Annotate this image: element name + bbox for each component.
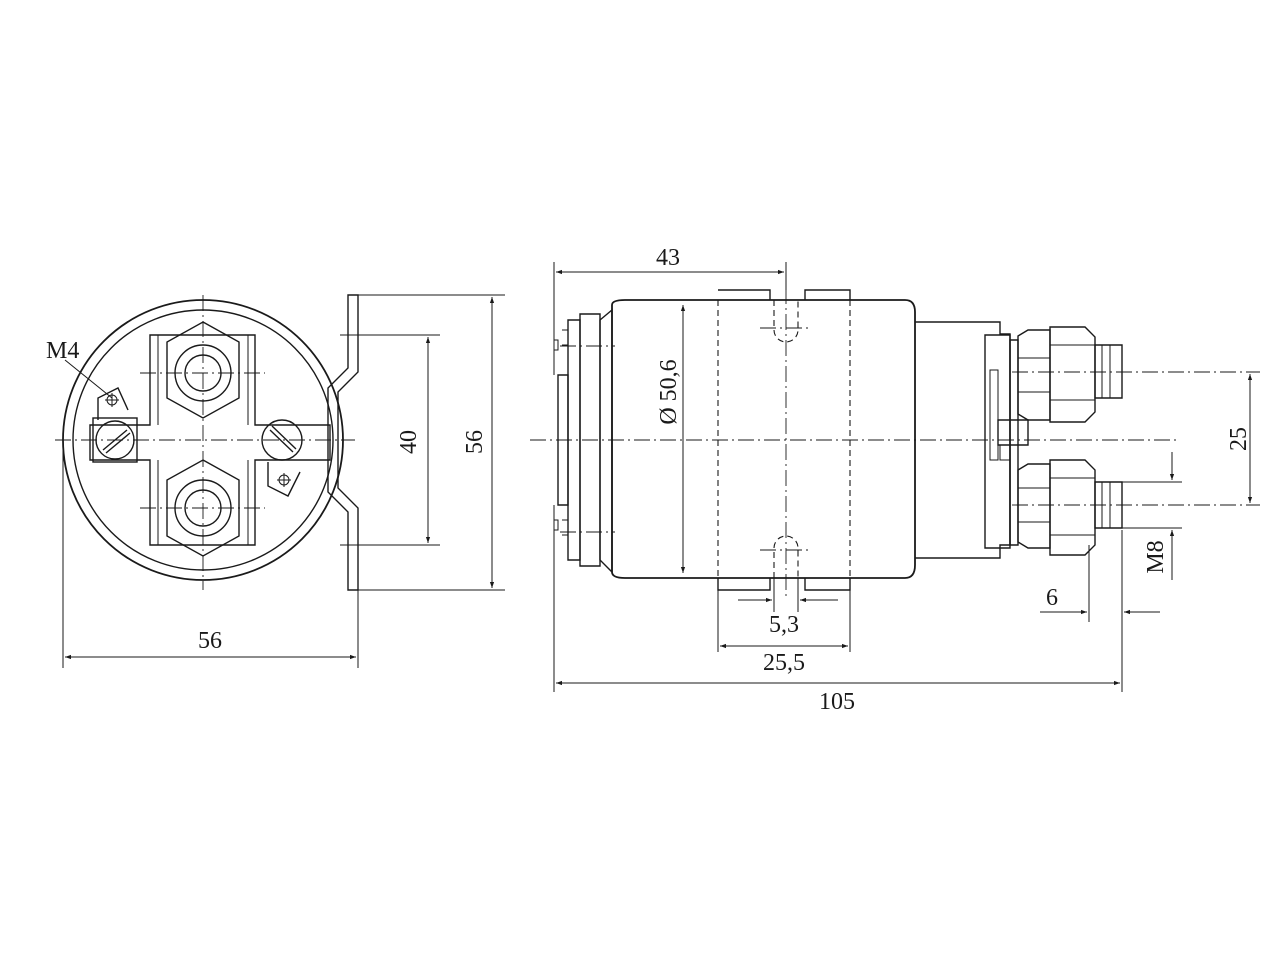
dim-diameter: Ø 50,6: [656, 359, 682, 424]
upper-terminal: [1012, 326, 1260, 423]
dim-56-vertical: 56: [462, 430, 488, 454]
side-view: 43 Ø 50,6 5,3 25,5 105 25 M8 6: [530, 245, 1260, 715]
bottom-terminal-nut: [140, 459, 265, 557]
lower-terminal: [1012, 459, 1260, 556]
dim-40: 40: [396, 430, 422, 454]
dim-56-horizontal: 56: [198, 628, 222, 654]
dim-43: 43: [656, 245, 680, 271]
dim-5-3: 5,3: [769, 612, 799, 638]
right-screw: [261, 419, 303, 497]
dim-25-5: 25,5: [763, 650, 805, 676]
dim-25: 25: [1226, 427, 1252, 451]
m8-label: M8: [1143, 540, 1169, 573]
dim-105: 105: [819, 689, 855, 715]
left-screw: [92, 387, 138, 463]
front-view: M4 40 56 56: [46, 294, 505, 668]
dim-6: 6: [1046, 585, 1058, 611]
top-terminal-nut: [140, 321, 265, 419]
m4-label: M4: [46, 338, 79, 364]
